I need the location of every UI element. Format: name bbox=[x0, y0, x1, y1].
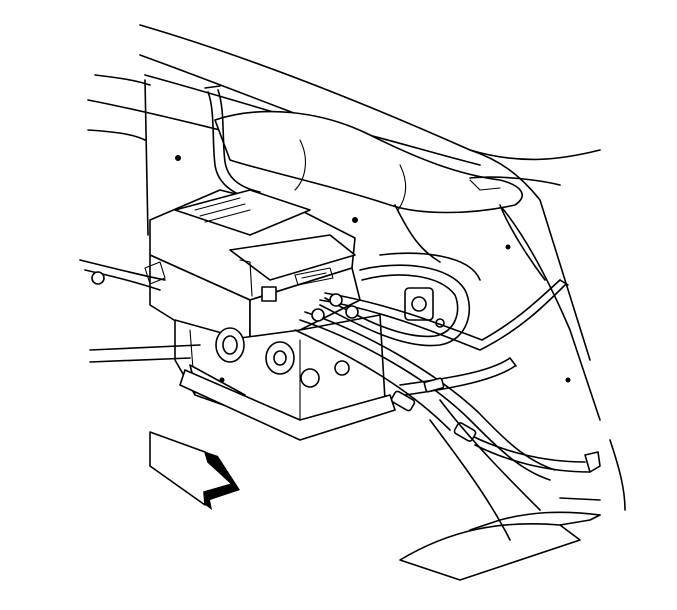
cross-member bbox=[214, 110, 561, 281]
brake-lines bbox=[294, 252, 601, 481]
front-direction-arrow-icon bbox=[149, 431, 240, 510]
mounting-bracket bbox=[79, 259, 396, 441]
lower-body-panel bbox=[399, 399, 626, 581]
frame-rail bbox=[87, 24, 601, 421]
abs-module bbox=[144, 189, 361, 346]
